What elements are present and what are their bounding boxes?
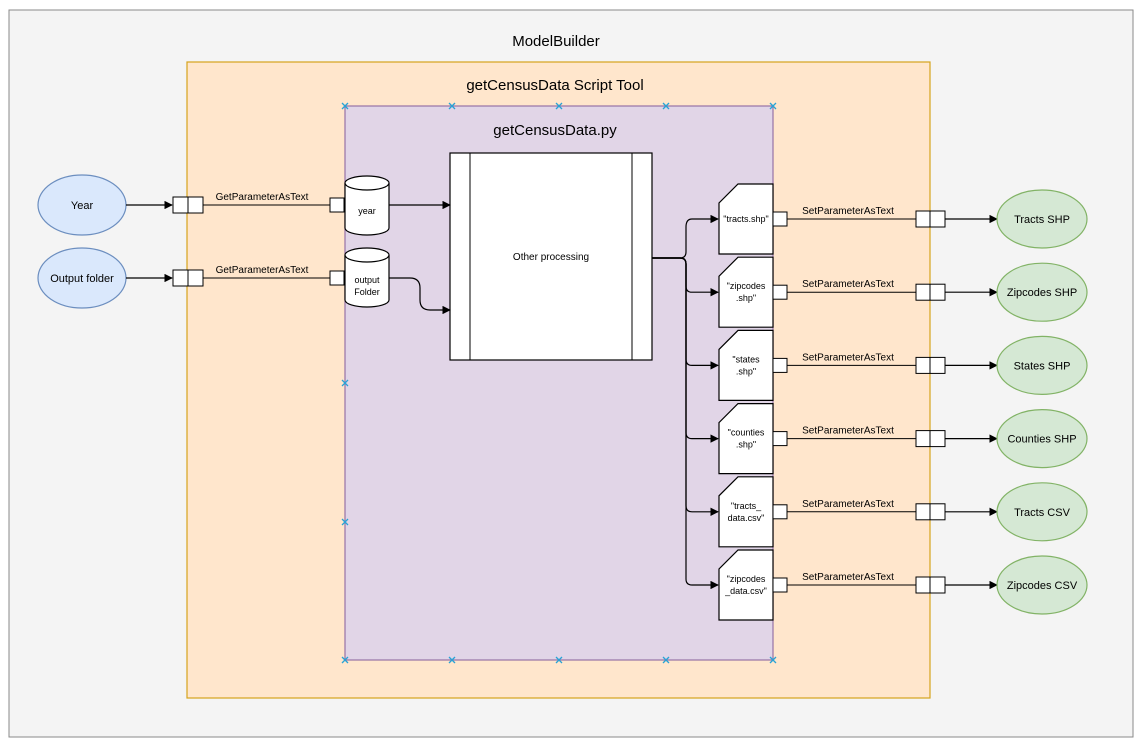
input-port-output-folder[interactable]: [172, 269, 204, 287]
output-variable-port[interactable]: [772, 431, 788, 447]
script-tool-title: getCensusData Script Tool: [466, 77, 643, 94]
output-file-label: "zipcodes: [727, 574, 766, 584]
selection-handles[interactable]: [341, 102, 777, 664]
output-label-zipcodes-csv: Zipcodes CSV: [1007, 580, 1078, 592]
variable-port-output-folder[interactable]: [329, 270, 345, 286]
variable-label-year-line1: year: [358, 206, 376, 216]
output-file-zipcodes-csv[interactable]: "zipcodes _data.csv": [718, 549, 774, 621]
selection-handle[interactable]: [555, 656, 563, 664]
input-port-year[interactable]: [172, 196, 204, 214]
set-parameter-label: SetParameterAsText: [802, 426, 894, 437]
output-row-zipcodes-csv: "zipcodes_data.csv"SetParameterAsTextZip…: [652, 257, 1088, 621]
set-parameter-label: SetParameterAsText: [802, 279, 894, 290]
output-file-label: .shp": [736, 366, 756, 376]
output-label-counties-shp: Counties SHP: [1007, 434, 1076, 446]
other-processing-box[interactable]: Other processing: [449, 152, 653, 361]
output-variable-port[interactable]: [772, 284, 788, 300]
processing-connector-zipcodes-csv: [652, 257, 719, 590]
output-label-states-shp: States SHP: [1014, 360, 1071, 372]
output-file-label: "counties: [728, 428, 765, 438]
output-ellipse-tracts-shp[interactable]: [996, 189, 1088, 249]
set-parameter-label: SetParameterAsText: [802, 572, 894, 583]
variable-cylinder-output-folder[interactable]: output Folder: [344, 247, 390, 308]
output-file-states-shp[interactable]: "states .shp": [718, 329, 774, 401]
variable-cylinder-year[interactable]: year: [344, 175, 390, 236]
output-label-zipcodes-shp: Zipcodes SHP: [1007, 287, 1077, 299]
output-file-label: .shp": [736, 293, 756, 303]
output-port-tracts-csv[interactable]: [915, 503, 946, 521]
output-row-tracts-csv: "tracts_ data.csv" SetParameterAsTextTract…: [652, 257, 1088, 548]
selection-handle[interactable]: [769, 656, 777, 664]
selection-handle[interactable]: [769, 102, 777, 110]
output-file-label: "tracts_: [731, 501, 762, 511]
output-ellipse-zipcodes-shp[interactable]: [996, 262, 1088, 322]
output-row-zipcodes-shp: "zipcodes .shp" SetParameterAsTextZipcodes…: [652, 256, 1088, 328]
selection-handle[interactable]: [448, 656, 456, 664]
output-ellipse-zipcodes-csv[interactable]: [996, 555, 1088, 615]
output-label-tracts-csv: Tracts CSV: [1014, 507, 1070, 519]
output-file-label: data.csv": [728, 513, 765, 523]
output-file-label: .shp": [736, 440, 756, 450]
selection-handle[interactable]: [341, 379, 349, 387]
output-variable-port[interactable]: [772, 357, 788, 373]
selection-handle[interactable]: [662, 102, 670, 110]
output-ellipse-counties-shp[interactable]: [996, 409, 1088, 469]
input-row-year: Year GetParameterAsText year: [37, 174, 451, 236]
python-script-title: getCensusData.py: [493, 122, 617, 139]
input-label-output-folder: Output folder: [50, 273, 114, 285]
output-port-zipcodes-shp[interactable]: [915, 283, 946, 301]
output-port-zipcodes-csv[interactable]: [915, 576, 946, 594]
output-file-label: "tracts.shp": [723, 214, 768, 224]
modelbuilder-title: ModelBuilder: [512, 33, 600, 50]
output-file-tracts-csv[interactable]: "tracts_ data.csv": [718, 476, 774, 548]
output-file-zipcodes-shp[interactable]: "zipcodes .shp": [718, 256, 774, 328]
selection-handle[interactable]: [341, 656, 349, 664]
output-file-label: "states: [732, 354, 760, 364]
selection-handle[interactable]: [555, 102, 563, 110]
variable-label-output-folder-line1: output: [354, 275, 380, 285]
variable-label-output-folder-line2: Folder: [354, 287, 380, 297]
set-parameter-label: SetParameterAsText: [802, 499, 894, 510]
output-file-tracts-shp[interactable]: "tracts.shp": [718, 183, 774, 255]
selection-handle[interactable]: [662, 656, 670, 664]
get-parameter-label-output-folder: GetParameterAsText: [216, 265, 309, 276]
output-file-label: _data.csv": [724, 586, 767, 596]
selection-handle[interactable]: [448, 102, 456, 110]
output-ellipse-states-shp[interactable]: [996, 335, 1088, 395]
output-port-counties-shp[interactable]: [915, 430, 946, 448]
variable-arrow-output-folder: [389, 277, 451, 315]
variable-port-year[interactable]: [329, 197, 345, 213]
set-parameter-label: SetParameterAsText: [802, 206, 894, 217]
other-processing-label: Other processing: [513, 252, 589, 263]
output-variable-port[interactable]: [772, 211, 788, 227]
selection-handle[interactable]: [341, 518, 349, 526]
output-port-tracts-shp[interactable]: [915, 210, 946, 228]
output-label-tracts-shp: Tracts SHP: [1014, 214, 1070, 226]
output-file-label: "zipcodes: [727, 281, 766, 291]
set-parameter-label: SetParameterAsText: [802, 352, 894, 363]
output-variable-port[interactable]: [772, 504, 788, 520]
input-label-year: Year: [71, 200, 94, 212]
input-row-output-folder: Output folder GetParameterAsText output …: [37, 247, 451, 315]
processing-connector-tracts-shp: [652, 214, 719, 259]
get-parameter-label-year: GetParameterAsText: [216, 192, 309, 203]
output-ellipse-tracts-csv[interactable]: [996, 482, 1088, 542]
output-variable-port[interactable]: [772, 577, 788, 593]
output-file-counties-shp[interactable]: "counties .shp": [718, 403, 774, 475]
selection-handle[interactable]: [341, 102, 349, 110]
output-port-states-shp[interactable]: [915, 356, 946, 374]
